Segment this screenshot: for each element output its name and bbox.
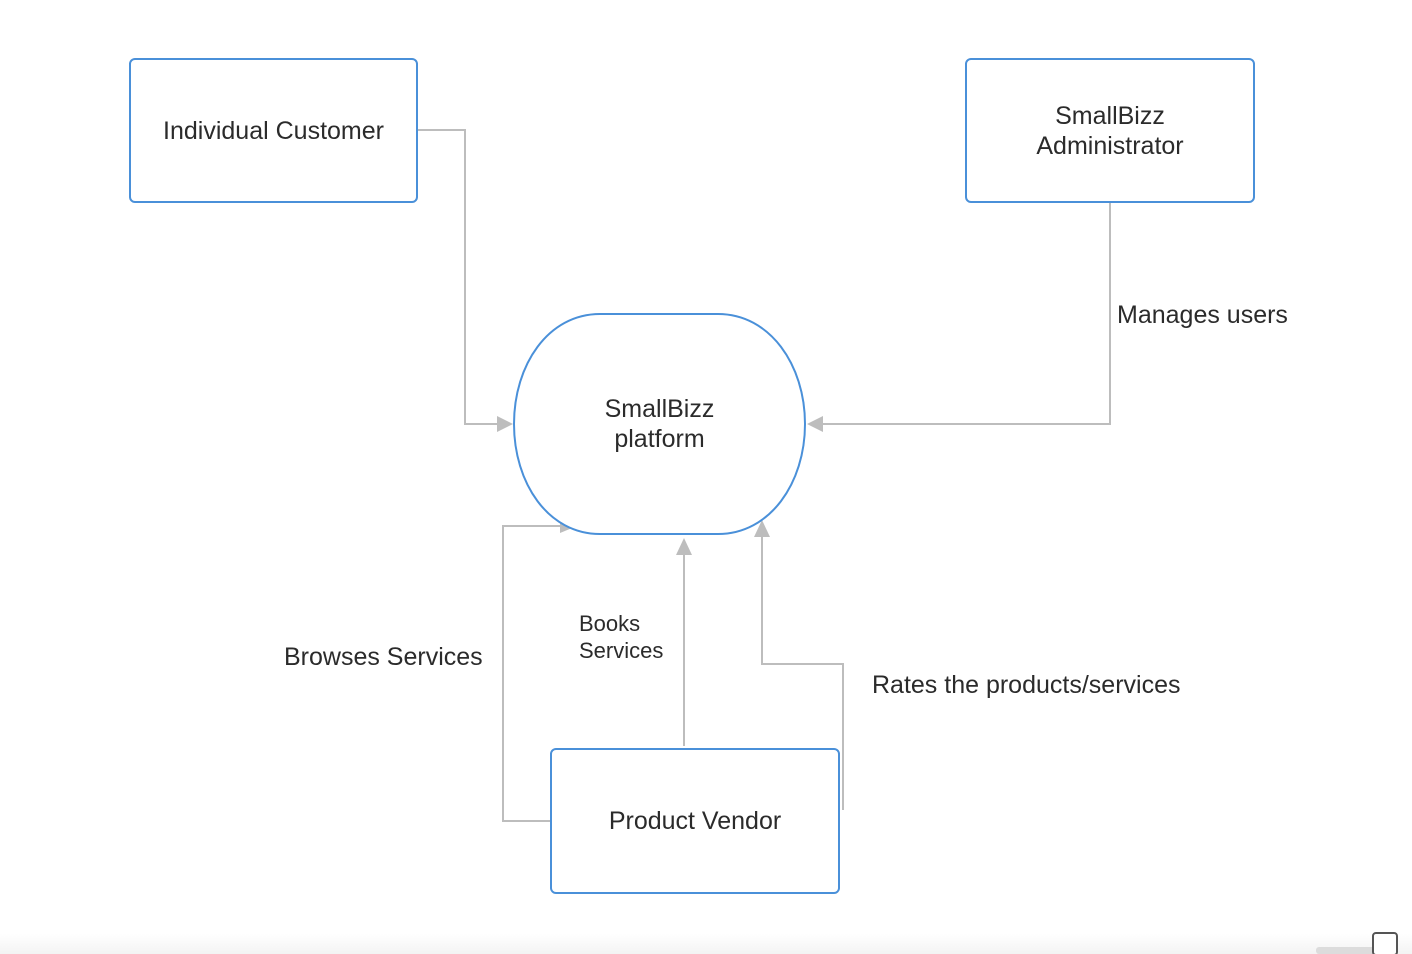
edge-browses-services — [502, 525, 560, 822]
individual-customer-label: Individual Customer — [163, 116, 384, 145]
corner-checkbox-icon[interactable] — [1372, 932, 1398, 954]
horizontal-scrollbar[interactable] — [1316, 947, 1376, 954]
product-vendor-label: Product Vendor — [608, 807, 782, 835]
platform-label: SmallBizz platform — [604, 395, 715, 453]
arrowhead-books-services — [676, 538, 692, 555]
platform-node-shape[interactable] — [512, 313, 807, 535]
product-vendor-node[interactable]: Product Vendor — [550, 748, 840, 894]
arrowhead-admin-to-platform — [807, 416, 823, 432]
edge-rates-products — [761, 537, 844, 810]
edge-customer-to-platform — [418, 129, 497, 425]
arrowhead-customer-to-platform — [497, 416, 513, 432]
edge-label-rates-products: Rates the products/services — [872, 671, 1181, 699]
individual-customer-node[interactable]: Individual Customer — [129, 58, 418, 203]
arrowhead-rates-products — [754, 520, 770, 537]
administrator-node[interactable]: SmallBizz Administrator — [965, 58, 1255, 203]
bottom-strip — [0, 934, 1412, 954]
administrator-label: SmallBizz Administrator — [1036, 101, 1184, 160]
edge-label-manages-users: Manages users — [1117, 301, 1288, 329]
edge-admin-to-platform — [823, 203, 1111, 425]
edge-label-browses-services: Browses Services — [284, 643, 483, 671]
edge-label-books-services: Books Services — [579, 611, 664, 663]
